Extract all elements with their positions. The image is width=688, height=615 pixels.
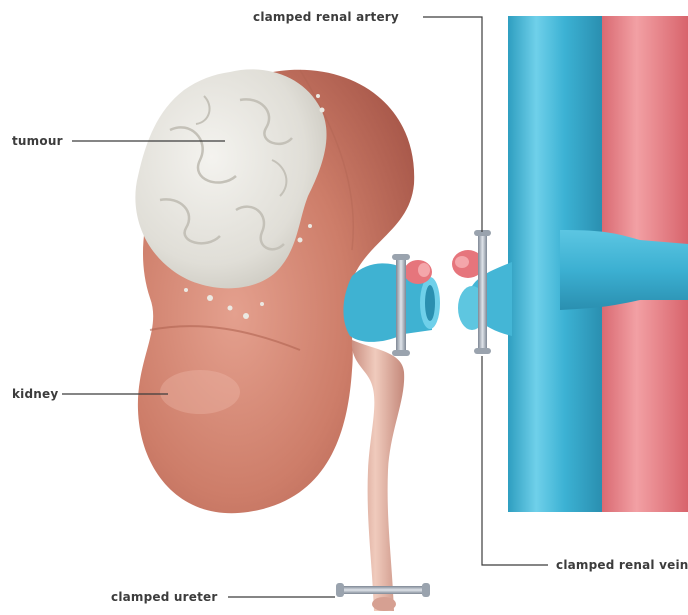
leader-artery (423, 17, 482, 232)
label-clamped-ureter: clamped ureter (111, 590, 218, 604)
ureter (352, 340, 404, 611)
label-clamped-renal-vein: clamped renal vein (556, 558, 688, 572)
label-kidney: kidney (12, 387, 58, 401)
label-tumour: tumour (12, 134, 63, 148)
hilum-artery (404, 260, 432, 284)
label-clamped-renal-artery: clamped renal artery (253, 10, 399, 24)
